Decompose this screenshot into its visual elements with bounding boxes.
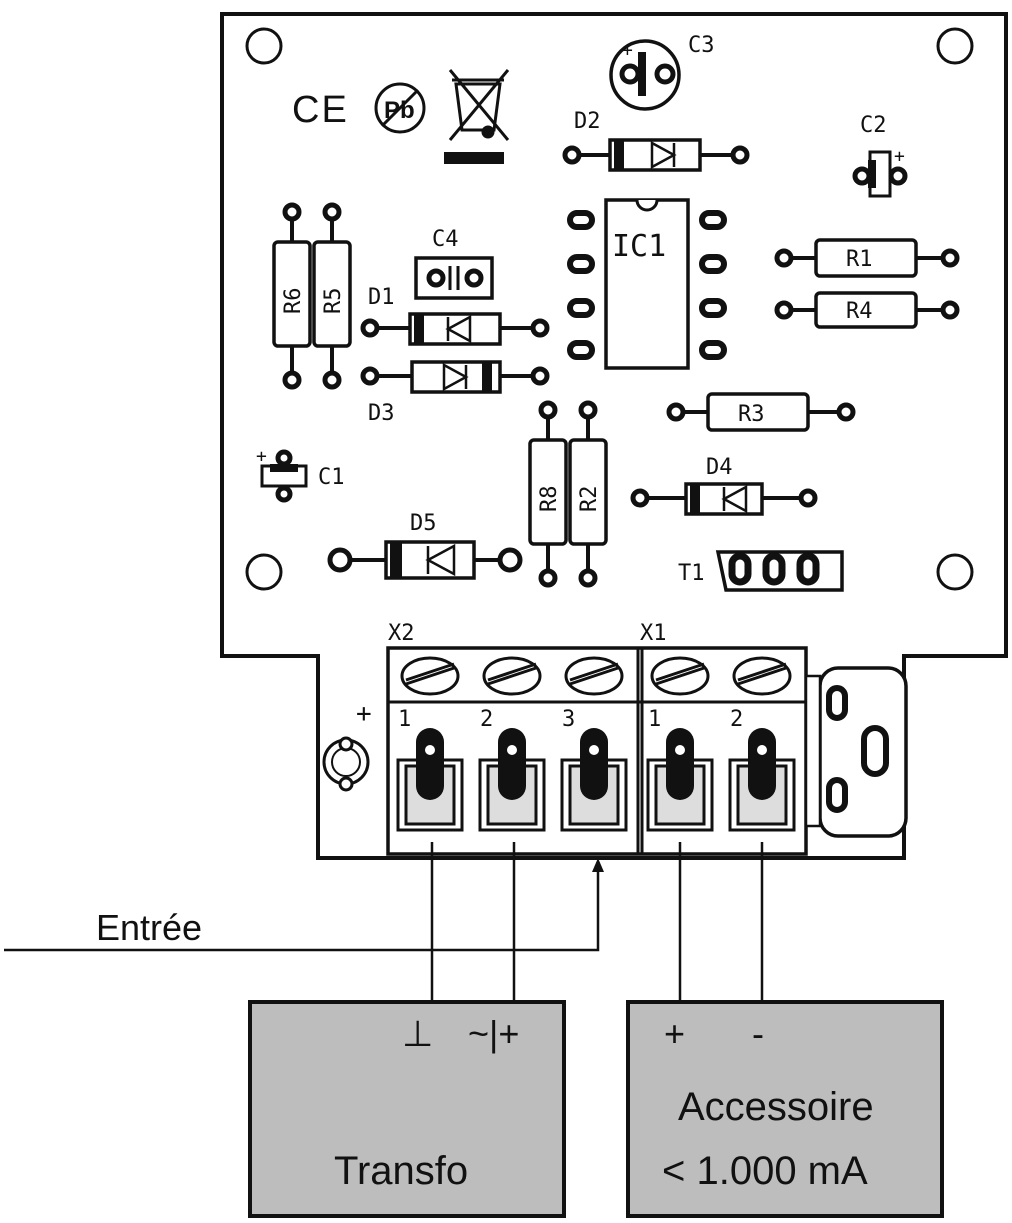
mounting-holes xyxy=(245,27,974,591)
polarity-plus-label: + xyxy=(356,699,372,729)
t1-label: T1 xyxy=(678,561,705,586)
x2-pin-3-label: 3 xyxy=(562,707,575,732)
r1-label: R1 xyxy=(846,247,873,272)
capacitor-c4: C4 xyxy=(414,227,494,300)
mounting-hole-top-right xyxy=(936,27,974,65)
ce-mark: CE xyxy=(292,89,349,131)
diode-d1: D1 xyxy=(360,285,550,346)
transistor-t1: T1 xyxy=(678,550,844,592)
entree-label: Entrée xyxy=(96,907,202,948)
transfo-box: ⊥ ~|+ Transfo xyxy=(248,1000,566,1218)
accessoire-label: Accessoire xyxy=(678,1085,874,1129)
r3-label: R3 xyxy=(738,402,765,427)
r4-label: R4 xyxy=(846,299,873,324)
fuse-holder xyxy=(804,666,908,838)
weee-bin-icon xyxy=(444,69,510,164)
capacitor-c3: + C3 xyxy=(609,33,715,111)
d4-label: D4 xyxy=(706,455,733,480)
svg-text:+: + xyxy=(894,146,905,167)
diode-d2: D2 xyxy=(562,109,750,172)
capacitor-c2: + C2 xyxy=(852,113,908,198)
mounting-hole-top-left xyxy=(245,27,283,65)
led-component: + xyxy=(322,699,372,792)
resistor-r4: R4 xyxy=(774,291,960,329)
c3-label: C3 xyxy=(688,33,715,58)
resistor-r3: R3 xyxy=(666,392,856,432)
external-wires xyxy=(4,842,764,1002)
diode-d3: D3 xyxy=(360,360,550,426)
lead-free-text: Pb xyxy=(384,97,415,124)
r6-label: R6 xyxy=(281,288,306,315)
ic1-label: IC1 xyxy=(612,229,666,264)
accessoire-plus-symbol: + xyxy=(664,1013,685,1054)
lead-free-circle-icon xyxy=(374,82,426,134)
c1-label: C1 xyxy=(318,465,345,490)
r8-label: R8 xyxy=(537,486,562,513)
r2-label: R2 xyxy=(577,486,602,513)
x1-terminal-label: X1 xyxy=(640,621,667,646)
x1-pin-1-label: 1 xyxy=(648,707,661,732)
x2-pin-1-label: 1 xyxy=(398,707,411,732)
resistor-r1: R1 xyxy=(774,238,960,278)
entree-arrow-icon xyxy=(592,858,604,872)
transfo-label: Transfo xyxy=(334,1149,468,1193)
accessoire-rating: < 1.000 mA xyxy=(662,1149,868,1193)
ic-ic1: IC1 xyxy=(567,198,727,370)
transfo-ground-symbol: ⊥ xyxy=(402,1013,433,1054)
svg-text:+: + xyxy=(256,446,267,467)
x2-terminal-label: X2 xyxy=(388,621,415,646)
x1-pin-2-label: 2 xyxy=(730,707,743,732)
mounting-hole-bottom-left xyxy=(245,553,283,591)
diode-d5: D5 xyxy=(327,511,523,580)
x2-pin-2-label: 2 xyxy=(480,707,493,732)
terminal-block: X2 X1 1 2 3 1 2 xyxy=(386,621,808,856)
diode-d4: D4 xyxy=(630,455,818,516)
lead-free-slash-icon xyxy=(380,88,420,128)
c4-label: C4 xyxy=(432,227,459,252)
d5-label: D5 xyxy=(410,511,437,536)
capacitor-c1: + C1 xyxy=(256,446,345,503)
d3-label: D3 xyxy=(368,401,395,426)
accessoire-box: + - Accessoire < 1.000 mA xyxy=(626,1000,944,1218)
r5-label: R5 xyxy=(321,288,346,315)
svg-text:+: + xyxy=(622,40,633,61)
lead-free-mark: Pb xyxy=(374,82,426,134)
accessoire-minus-symbol: - xyxy=(752,1013,764,1054)
resistor-r2: R2 xyxy=(568,400,608,588)
mounting-hole-bottom-right xyxy=(936,553,974,591)
d2-label: D2 xyxy=(574,109,601,134)
d1-label: D1 xyxy=(368,285,395,310)
resistor-r6: R6 xyxy=(272,202,312,390)
resistor-r5: R5 xyxy=(312,202,352,390)
transfo-ac-symbol: ~|+ xyxy=(468,1013,519,1054)
resistor-r8: R8 xyxy=(528,400,568,588)
c2-label: C2 xyxy=(860,113,887,138)
